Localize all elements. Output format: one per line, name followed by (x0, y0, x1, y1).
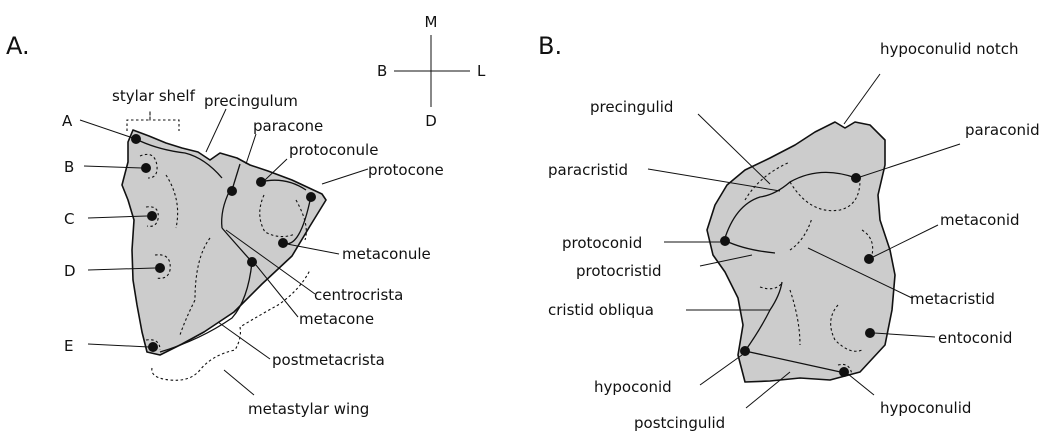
cusp-e-leader (88, 344, 149, 347)
postcingulid-label: postcingulid (634, 414, 725, 432)
panel-b: B. (538, 32, 1040, 432)
panel-b-letter: B. (538, 32, 562, 60)
stylar-cusp-b-dot (141, 163, 151, 173)
stylar-cusp-d-dot (155, 263, 165, 273)
paracone-dot (227, 186, 237, 196)
panel-a-letter: A. (6, 32, 30, 60)
hypoconid-label: hypoconid (594, 378, 672, 396)
metacone-leader (256, 265, 298, 317)
cristid-obliqua-label: cristid obliqua (548, 301, 654, 319)
orientation-compass: M D B L (377, 13, 486, 130)
stylar-shelf-bracket (127, 111, 179, 131)
stylar-cusp-c-dot (147, 211, 157, 221)
compass-distal: D (425, 112, 437, 130)
panel-a: A. M D B L (6, 13, 486, 418)
hypoconulid-label: hypoconulid (880, 399, 971, 417)
paracristid-label: paracristid (548, 161, 628, 179)
protocone-label: protocone (368, 161, 444, 179)
metacone-dot (247, 257, 257, 267)
protocone-leader (322, 169, 368, 184)
cusp-c-label: C (64, 210, 74, 228)
metaconule-label: metaconule (342, 245, 431, 263)
compass-mesial: M (425, 13, 438, 31)
metaconid-label: metaconid (940, 211, 1020, 229)
cusp-a-label: A (62, 112, 73, 130)
paraconid-dot (851, 173, 861, 183)
paracone-leader (246, 134, 256, 164)
hypoconulid-leader (848, 374, 874, 395)
stylar-shelf-label: stylar shelf (112, 87, 196, 105)
hypoconid-dot (740, 346, 750, 356)
lower-molar-outline (707, 122, 895, 382)
postmetacrista-label: postmetacrista (272, 351, 385, 369)
metastylar-wing-leader (224, 370, 254, 395)
protoconid-label: protoconid (562, 234, 642, 252)
centrocrista-label: centrocrista (314, 286, 403, 304)
protocristid-label: protocristid (576, 262, 662, 280)
entoconid-dot (865, 328, 875, 338)
cusp-b-label: B (64, 158, 74, 176)
entoconid-label: entoconid (938, 329, 1012, 347)
upper-molar-outline (122, 130, 326, 355)
protoconule-dot (256, 177, 266, 187)
metaconule-dot (278, 238, 288, 248)
metastylar-wing-label: metastylar wing (248, 400, 369, 418)
metacristid-label: metacristid (910, 290, 995, 308)
hypoconulid-notch-label: hypoconulid notch (880, 40, 1018, 58)
precingulid-label: precingulid (590, 98, 673, 116)
compass-lingual: L (477, 62, 486, 80)
precingulid-leader (698, 114, 770, 184)
hypoconulid-dot (839, 367, 849, 377)
compass-buccal: B (377, 62, 387, 80)
cusp-a-leader (80, 120, 133, 138)
postmetacrista-leader (218, 322, 270, 359)
hypoconulid-notch-leader (844, 74, 880, 124)
paracone-label: paracone (253, 117, 323, 135)
cusp-d-label: D (64, 262, 76, 280)
precingulum-label: precingulum (204, 92, 298, 110)
metacone-label: metacone (299, 310, 374, 328)
metaconid-dot (864, 254, 874, 264)
protocone-dot (306, 192, 316, 202)
protoconid-dot (720, 236, 730, 246)
stylar-cusp-e-dot (148, 342, 158, 352)
hypoconid-leader (700, 355, 742, 385)
cusp-e-label: E (64, 337, 73, 355)
protoconule-label: protoconule (289, 141, 378, 159)
precingulum-leader (206, 109, 226, 152)
paraconid-label: paraconid (965, 121, 1040, 139)
stylar-cusp-a-dot (131, 134, 141, 144)
